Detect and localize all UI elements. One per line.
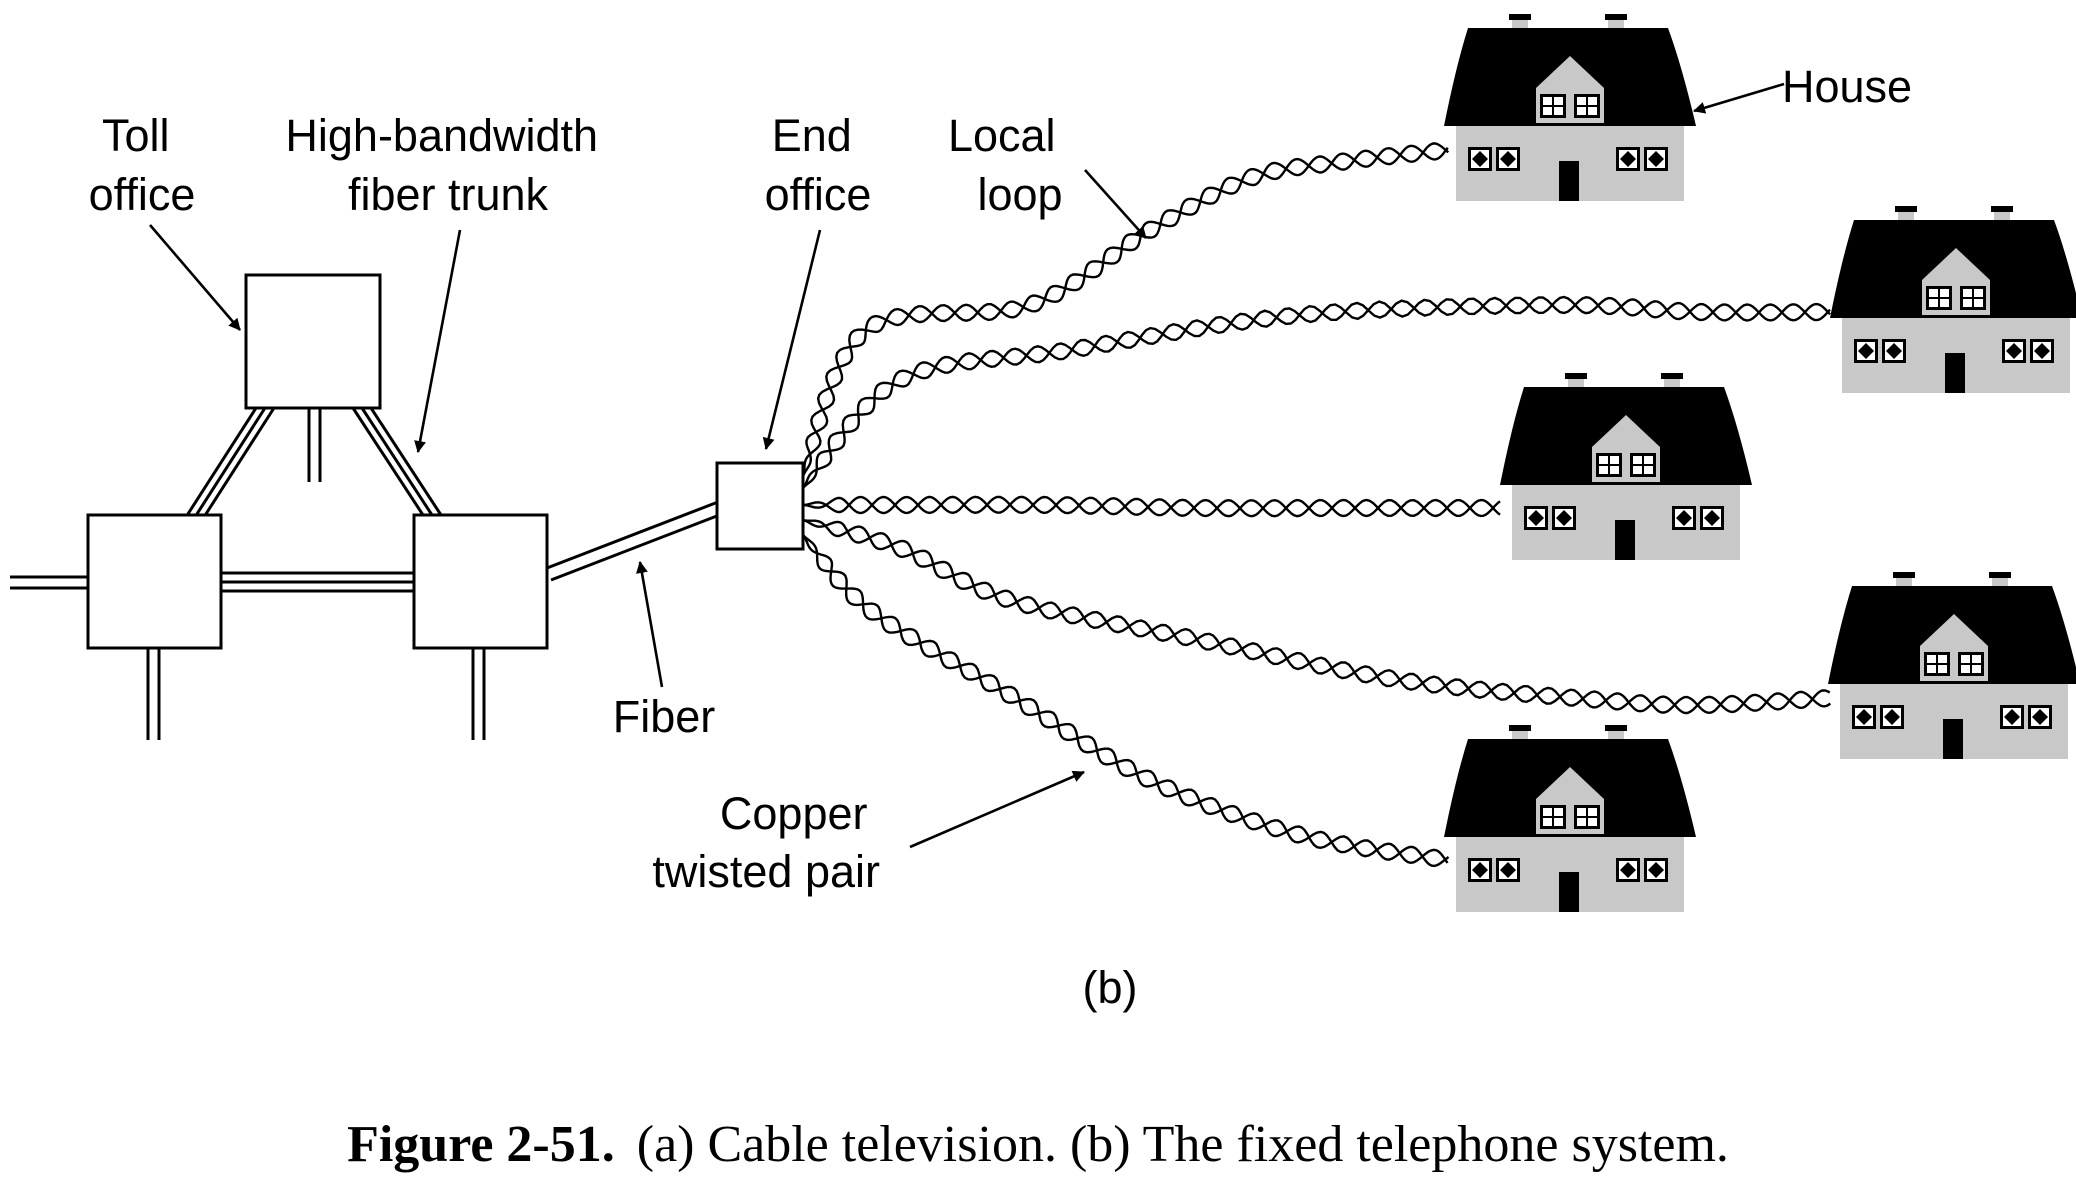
copper-twisted-pair-label: Copper twisted pair <box>652 788 880 897</box>
toll-office-label: Toll office <box>89 110 196 220</box>
twisted-pair-strand <box>802 518 1832 715</box>
copper-arrow <box>909 770 1085 849</box>
local-loop-wires <box>801 142 1832 868</box>
fiber-trunks <box>10 407 723 740</box>
house-label: House <box>1782 61 1912 112</box>
fiber-arrow <box>635 561 664 688</box>
part-label: (b) <box>1083 962 1138 1013</box>
house-arrow <box>1693 82 1785 114</box>
twisted-pair-strand <box>801 144 1449 477</box>
fiber-label: Fiber <box>613 691 716 742</box>
toll-office-arrow <box>149 224 241 331</box>
twisted-pair-strand <box>802 518 1831 715</box>
figure-number: Figure 2-51. <box>347 1116 615 1173</box>
end-office-arrow <box>762 229 822 450</box>
office-network <box>10 273 805 740</box>
house <box>1830 206 2076 393</box>
caption-text: (a) Cable television. (b) The fixed tele… <box>637 1116 1729 1173</box>
figure-caption: Figure 2-51. (a) Cable television. (b) Th… <box>347 1116 1729 1173</box>
fiber-trunk-arrow <box>414 229 462 453</box>
twisted-pair-strand <box>802 534 1450 868</box>
house <box>1444 725 1696 912</box>
twisted-pair-strand <box>802 295 1831 489</box>
local-loop-arrow <box>1084 169 1147 239</box>
house <box>1444 14 1696 201</box>
house <box>1500 373 1752 560</box>
local-loop-label: Local loop <box>948 110 1068 220</box>
pointer-arrows <box>149 82 1785 849</box>
office-box-right <box>412 513 549 650</box>
end-office-label: End office <box>765 110 872 220</box>
twisted-pair-strand <box>802 534 1449 865</box>
end-office-box <box>715 461 805 551</box>
twisted-pair-strand <box>803 495 1501 518</box>
fiber-trunk-label: High-bandwidth fiber trunk <box>285 110 610 220</box>
office-box-left <box>86 513 223 650</box>
house <box>1828 572 2076 759</box>
toll-office-box <box>244 273 382 410</box>
